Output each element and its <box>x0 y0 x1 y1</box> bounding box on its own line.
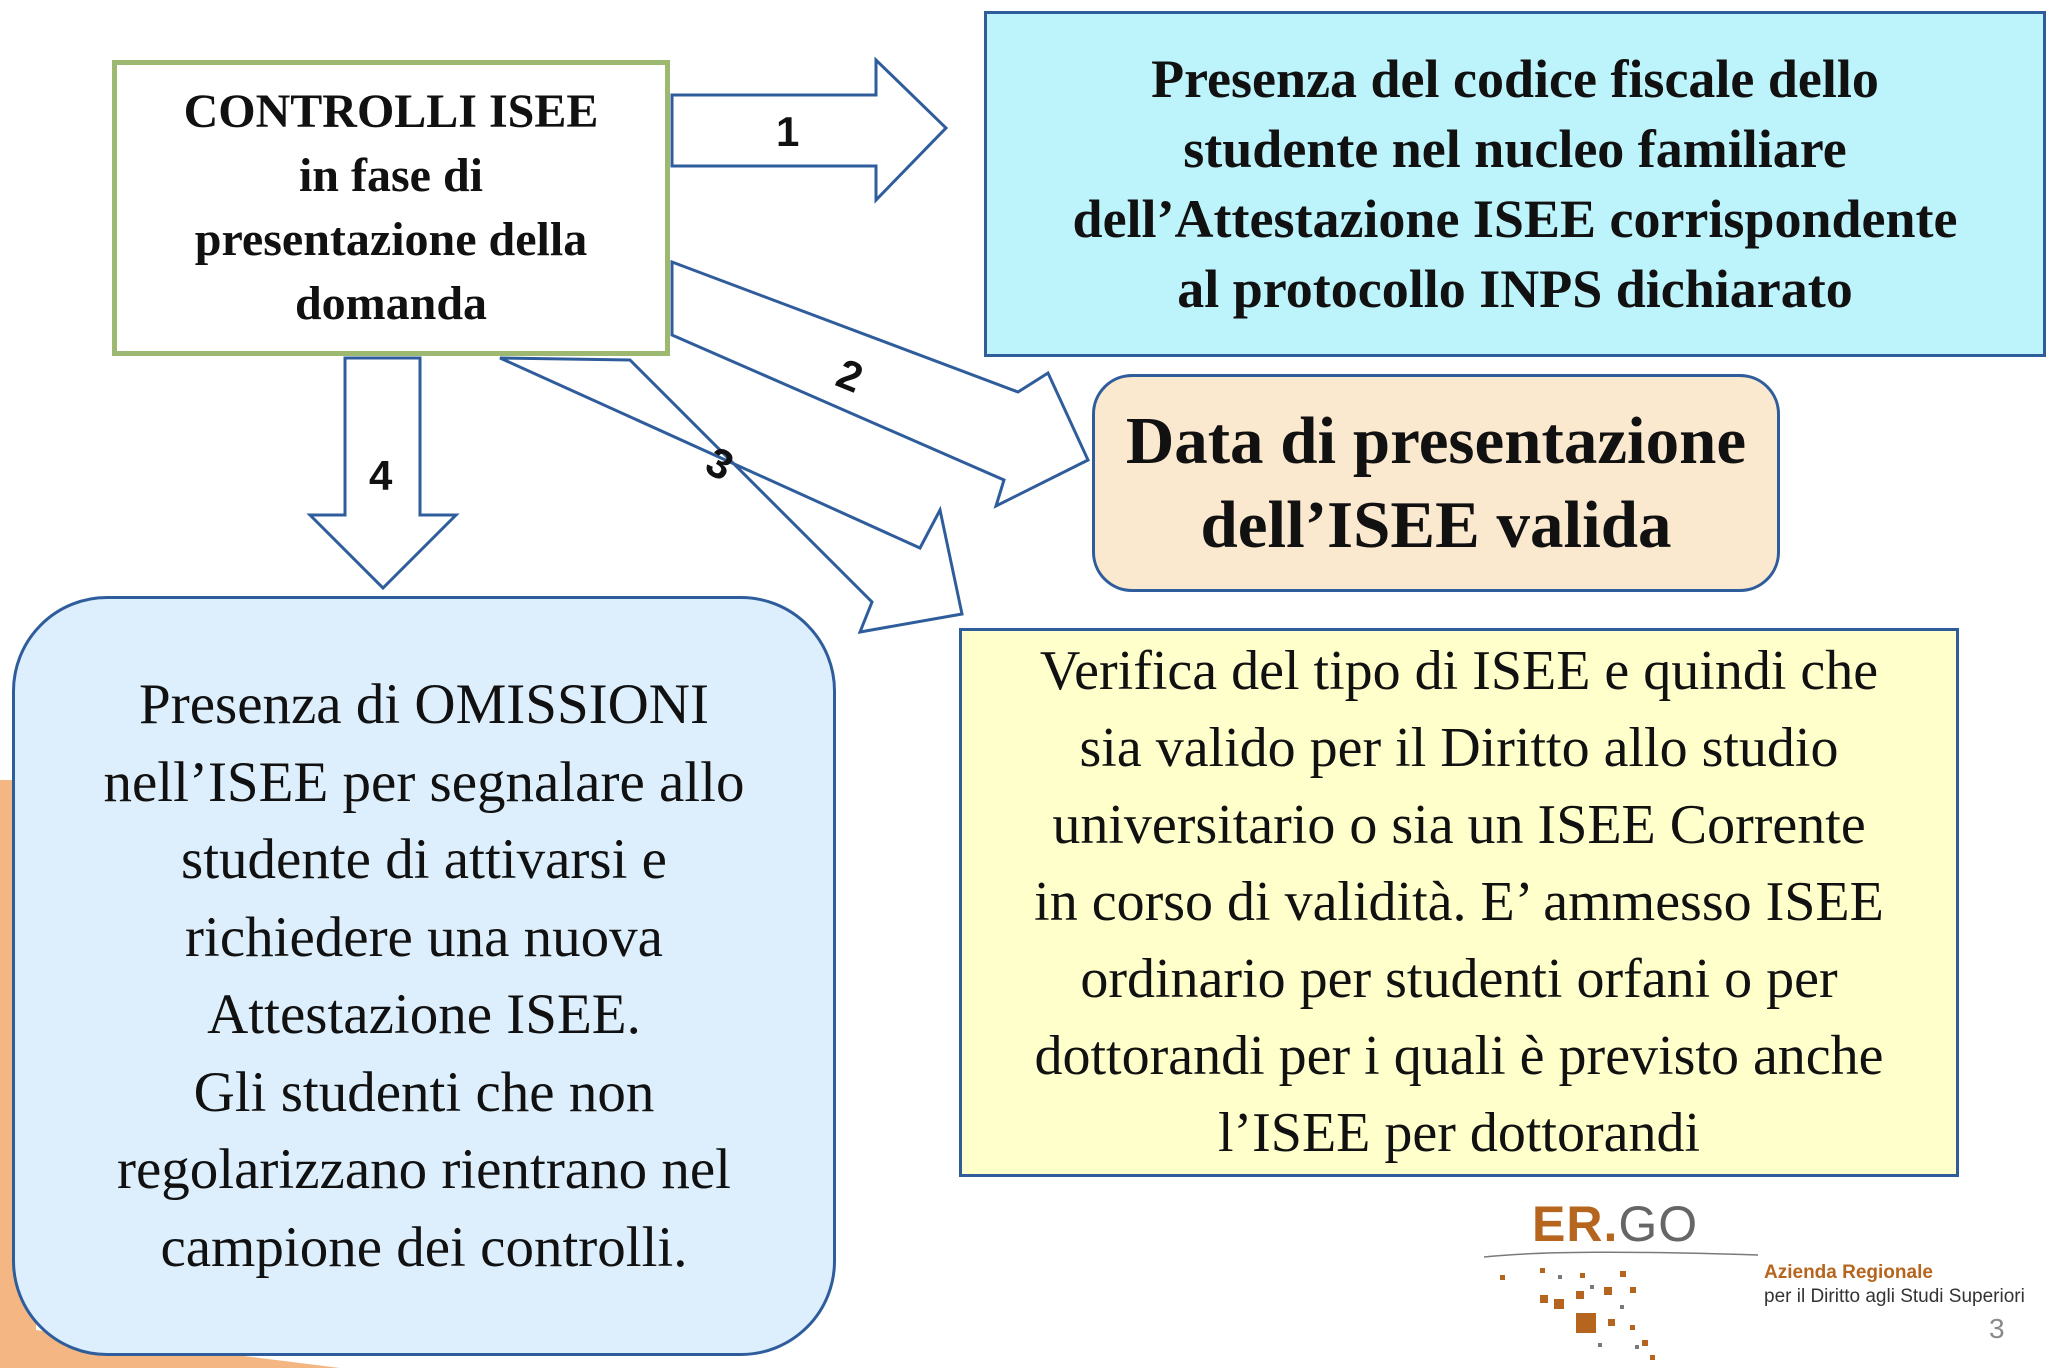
main-box-text: CONTROLLI ISEE in fase di presentazione … <box>183 85 599 330</box>
arrow-1 <box>670 56 949 204</box>
logo-line-2: per il Diritto agli Studi Superiori <box>1764 1286 2025 1307</box>
box-omissioni-text: Presenza di OMISSIONI nell’ISEE per segn… <box>103 673 745 1279</box>
box-verifica-tipo-isee-text: Verifica del tipo di ISEE e quindi che s… <box>1034 640 1884 1164</box>
main-box-controlli-isee: CONTROLLI ISEE in fase di presentazione … <box>112 60 670 356</box>
box-codice-fiscale-text: Presenza del codice fiscale dello studen… <box>1072 49 1958 319</box>
logo-line-1: Azienda Regionale <box>1764 1262 1933 1283</box>
box-data-presentazione-text: Data di presentazione dell’ISEE valida <box>1125 404 1747 562</box>
arrow-2 <box>670 259 1090 509</box>
ergo-logo: ER.GO Azienda Regionale per il D <box>1480 1195 2040 1365</box>
arrow-1-label: 1 <box>776 108 800 155</box>
box-verifica-tipo-isee: Verifica del tipo di ISEE e quindi che s… <box>959 628 1959 1177</box>
logo-wordmark: ER.GO <box>1532 1195 1698 1253</box>
arrow-4 <box>306 356 460 591</box>
logo-pixel-graphic <box>1483 1251 1759 1360</box>
box-codice-fiscale: Presenza del codice fiscale dello studen… <box>984 11 2046 357</box>
arrow-3 <box>499 356 964 634</box>
page-number: 3 <box>1989 1313 2005 1344</box>
arrow-4-label: 4 <box>369 452 393 499</box>
logo-brand-bold: ER. <box>1532 1196 1619 1252</box>
box-omissioni: Presenza di OMISSIONI nell’ISEE per segn… <box>12 596 836 1356</box>
logo-brand-light: GO <box>1618 1196 1699 1252</box>
box-data-presentazione: Data di presentazione dell’ISEE valida <box>1092 374 1780 592</box>
